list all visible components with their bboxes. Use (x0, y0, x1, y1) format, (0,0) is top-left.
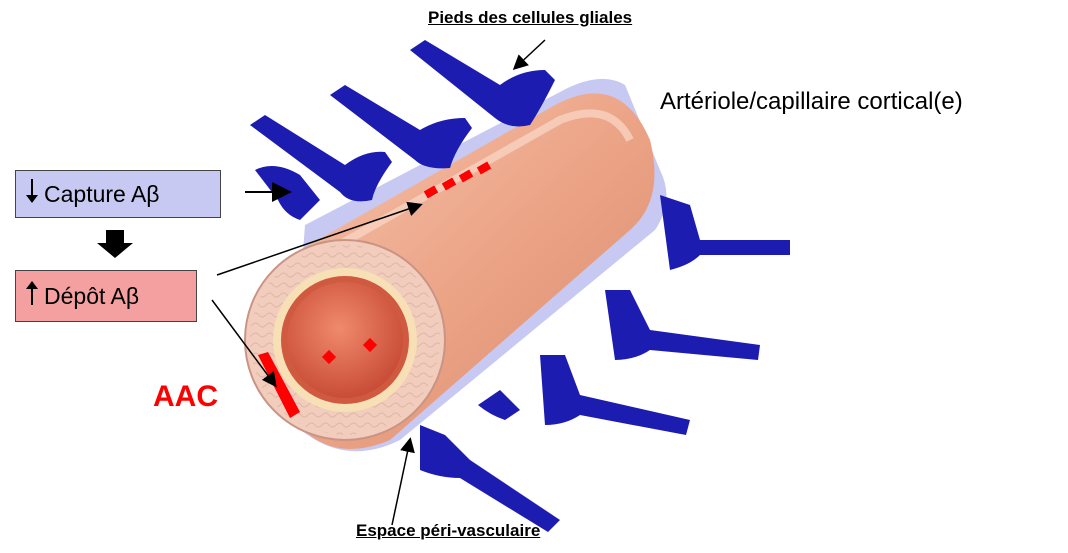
deposit-box-text: Dépôt Aβ (44, 283, 139, 310)
vessel-lumen (287, 282, 403, 398)
capture-box-text: Capture Aβ (44, 181, 160, 208)
box-flow-arrow (97, 230, 133, 258)
vessel-label: Artériole/capillaire cortical(e) (660, 88, 963, 116)
capture-box: Capture Aβ (15, 170, 221, 218)
caa-label: AAC (153, 380, 218, 414)
perivascular-space-label: Espace péri-vasculaire (356, 521, 540, 541)
space-label-arrow (392, 440, 410, 525)
arrow-down-icon (26, 179, 38, 209)
deposit-box: Dépôt Aβ (15, 270, 197, 322)
arrow-up-icon (26, 281, 38, 311)
glial-label-arrow (515, 40, 545, 68)
glial-feet-bottom (420, 425, 560, 532)
glial-feet-label: Pieds des cellules gliales (428, 8, 632, 28)
